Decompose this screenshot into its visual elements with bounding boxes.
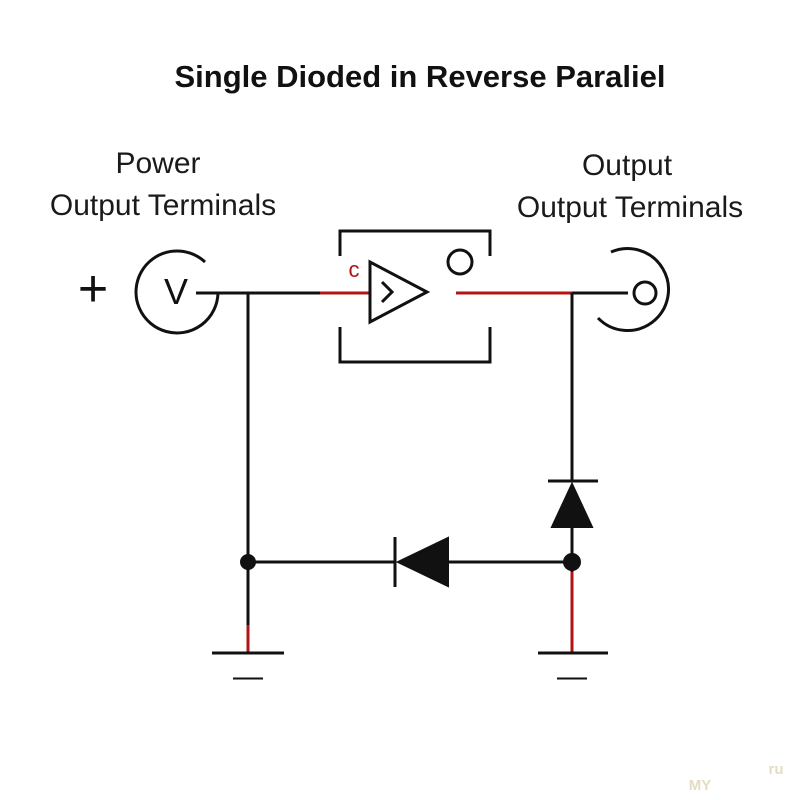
left-terminal-arc (134, 249, 220, 335)
amplifier-triangle-icon (368, 259, 431, 325)
horizontal-diode-triangle (395, 536, 449, 588)
ground-right-icon: — (538, 651, 608, 693)
module-box: c (338, 229, 492, 364)
voltmeter-letter: V (164, 271, 188, 312)
right-label-line2: Output Terminals (517, 191, 743, 224)
module-output-circle (446, 248, 474, 276)
ground-left-icon: — (212, 651, 284, 693)
module-box-bottom (338, 327, 492, 364)
amplifier-chevron-icon (380, 280, 395, 304)
module-pin-letter: c (349, 257, 360, 282)
diagram-title: Single Dioded in Reverse Paraliel (174, 59, 665, 94)
junction-dot-right (563, 553, 581, 571)
watermark-small: ru (769, 761, 784, 778)
plus-sign: + (78, 260, 108, 318)
module-box-top (338, 229, 492, 256)
watermark: MY (689, 777, 712, 794)
ground-right-dash: — (557, 660, 587, 693)
left-terminal: V (134, 249, 220, 335)
junction-dot-left (240, 554, 256, 570)
vertical-diode-icon (548, 479, 598, 528)
right-terminal-circle (632, 280, 658, 306)
left-label-line1: Power (115, 147, 200, 180)
right-terminal (596, 247, 670, 333)
left-label-line2: Output Terminals (50, 189, 276, 222)
horizontal-diode-icon (393, 536, 449, 588)
right-label-line1: Output (582, 149, 673, 182)
right-terminal-arc (596, 247, 670, 333)
vertical-diode-triangle (550, 481, 594, 528)
ground-left-dash: — (233, 660, 263, 693)
